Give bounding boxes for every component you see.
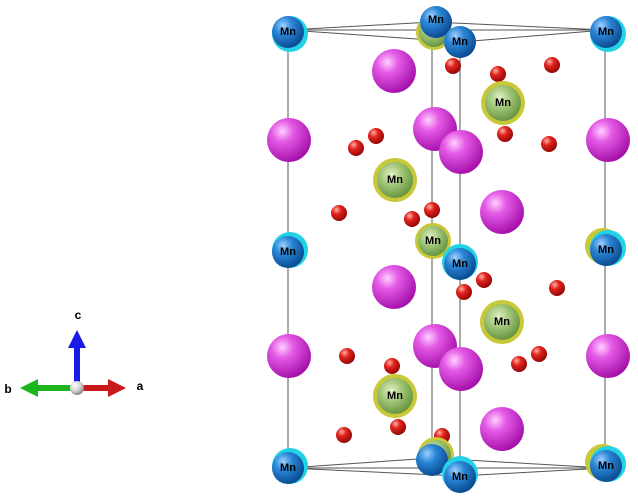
mn-corner-atom <box>416 444 448 476</box>
a-axis-label: a <box>137 379 144 393</box>
mn-inner-atom: Mn <box>481 81 525 125</box>
oxygen-atom <box>544 57 560 73</box>
a-axis-arrow <box>77 379 126 397</box>
cell-edge <box>459 467 606 477</box>
c-axis-arrow <box>68 330 86 388</box>
large-cation-atom <box>267 118 311 162</box>
large-cation-atom <box>480 407 524 451</box>
large-cation-atom <box>439 130 483 174</box>
mn-inner-atom: Mn <box>480 300 524 344</box>
oxygen-atom <box>336 427 352 443</box>
oxygen-atom <box>541 136 557 152</box>
mn-label: Mn <box>425 235 441 247</box>
mn-inner-atom: Mn <box>373 158 417 202</box>
oxygen-atom <box>384 358 400 374</box>
oxygen-atom <box>456 284 472 300</box>
oxygen-atom <box>339 348 355 364</box>
mn-corner-atom: Mn <box>442 456 478 493</box>
oxygen-atom <box>549 280 565 296</box>
mn-label: Mn <box>280 462 296 474</box>
large-cation-atoms <box>267 49 630 451</box>
oxygen-atom <box>511 356 527 372</box>
oxygen-atom <box>531 346 547 362</box>
large-cation-atom <box>267 334 311 378</box>
oxygen-atom <box>490 66 506 82</box>
mn-label: Mn <box>280 26 296 38</box>
mn-corner-atom: Mn <box>444 26 476 58</box>
mn-corner-atom: Mn <box>585 228 626 266</box>
large-cation-atom <box>586 334 630 378</box>
b-axis-arrow <box>20 379 77 397</box>
large-cation-atom <box>586 118 630 162</box>
mn-corner-atom: Mn <box>272 448 308 484</box>
mn-label: Mn <box>598 460 614 472</box>
cell-edge <box>431 21 606 31</box>
oxygen-atom <box>445 58 461 74</box>
oxygen-atom <box>331 205 347 221</box>
oxygen-atom <box>404 211 420 227</box>
mn-corner-atom: Mn <box>585 444 626 482</box>
cell-edge <box>459 29 606 43</box>
mn-label: Mn <box>598 244 614 256</box>
mn-label: Mn <box>387 390 403 402</box>
oxygen-atom <box>424 202 440 218</box>
large-cation-atoms-front <box>439 130 483 391</box>
mn-corner-atom: Mn <box>442 244 478 280</box>
mn-corner-atom: Mn <box>420 6 452 38</box>
mn-label: Mn <box>452 36 468 48</box>
cell-edge <box>287 457 433 469</box>
oxygen-atoms-back <box>331 57 565 444</box>
c-axis-label: c <box>75 308 82 322</box>
mn-label: Mn <box>494 316 510 328</box>
large-cation-atom <box>372 49 416 93</box>
mn-corner-atom: Mn <box>272 232 308 268</box>
mn-corner-atom: Mn <box>590 16 626 52</box>
large-cation-atom <box>372 265 416 309</box>
mn-label: Mn <box>387 174 403 186</box>
mn-label: Mn <box>452 258 468 270</box>
axis-triad: c b a <box>4 308 144 397</box>
large-cation-atom <box>439 347 483 391</box>
oxygen-atom <box>476 272 492 288</box>
mn-inner-atom: Mn <box>415 223 451 259</box>
mn-label: Mn <box>452 471 468 483</box>
mn-label: Mn <box>428 14 444 26</box>
b-axis-label: b <box>4 382 11 396</box>
cell-edge <box>287 21 433 31</box>
oxygen-atom <box>368 128 384 144</box>
mn-label: Mn <box>280 246 296 258</box>
oxygen-atom <box>390 419 406 435</box>
large-cation-atom <box>480 190 524 234</box>
mn-label: Mn <box>495 97 511 109</box>
mn-label: Mn <box>598 26 614 38</box>
oxygen-atom <box>348 140 364 156</box>
mn-inner-atom: Mn <box>373 374 417 418</box>
axis-origin <box>70 381 84 395</box>
mn-corner-atom: Mn <box>272 16 308 52</box>
oxygen-atom <box>497 126 513 142</box>
mn-corner-atoms: Mn Mn Mn Mn Mn Mn Mn <box>272 6 626 493</box>
